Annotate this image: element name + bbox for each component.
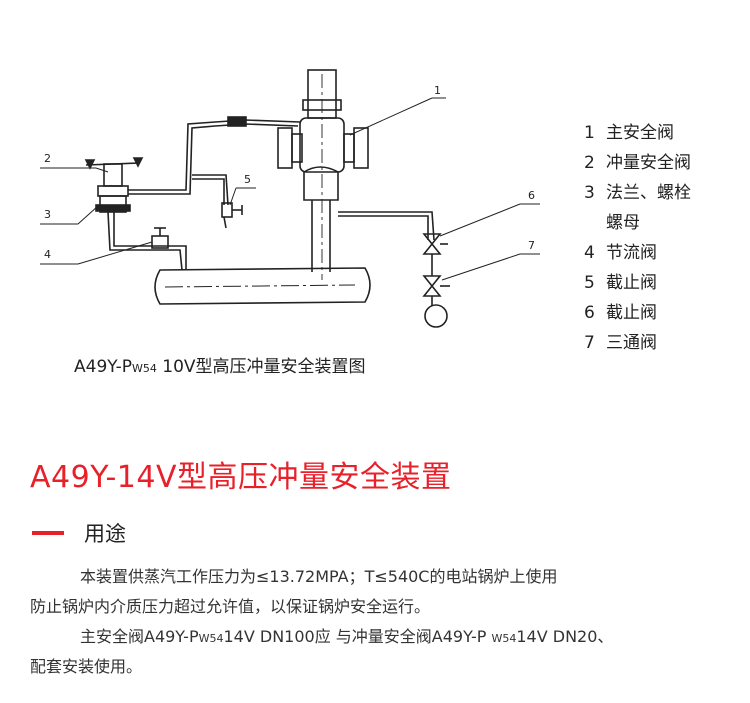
usage-line-2: 防止锅炉内介质压力超过允许值，以保证锅炉安全运行。 <box>30 597 431 616</box>
pressure-gauge <box>424 304 448 328</box>
section-dash <box>32 531 64 535</box>
callout-5: 5 <box>244 173 251 186</box>
main-pipe <box>154 267 371 305</box>
callout-6: 6 <box>528 189 535 202</box>
usage-line-1: 本装置供蒸汽工作压力为≤13.72MPA；T≤540C的电站锅炉上使用 <box>80 567 558 586</box>
impulse-pipe <box>128 119 301 191</box>
section-heading: 用途 <box>32 518 126 548</box>
throttle-valve-4 <box>151 227 169 249</box>
callout-3: 3 <box>44 208 51 221</box>
usage-line-4: 配套安装使用。 <box>30 657 143 676</box>
callout-1: 1 <box>434 84 441 97</box>
valve-5 <box>221 202 243 229</box>
diagram-caption: A49Y-PW54 10V型高压冲量安全装置图 <box>74 357 366 377</box>
callout-leaders <box>40 97 540 281</box>
callout-2: 2 <box>44 152 51 165</box>
safety-device-diagram: 1 2 3 4 5 6 7 <box>40 69 540 328</box>
legend-item: 螺母 <box>606 213 640 233</box>
callout-4: 4 <box>44 248 51 261</box>
impulse-safety-valve <box>84 157 144 213</box>
page-title: A49Y-14V型高压冲量安全装置 <box>30 460 452 495</box>
main-valve-riser <box>311 200 331 272</box>
section-label: 用途 <box>84 522 126 546</box>
callout-7: 7 <box>528 239 535 252</box>
usage-line-3: 主安全阀A49Y-PW5414V DN100应 与冲量安全阀A49Y-P W54… <box>80 627 614 646</box>
